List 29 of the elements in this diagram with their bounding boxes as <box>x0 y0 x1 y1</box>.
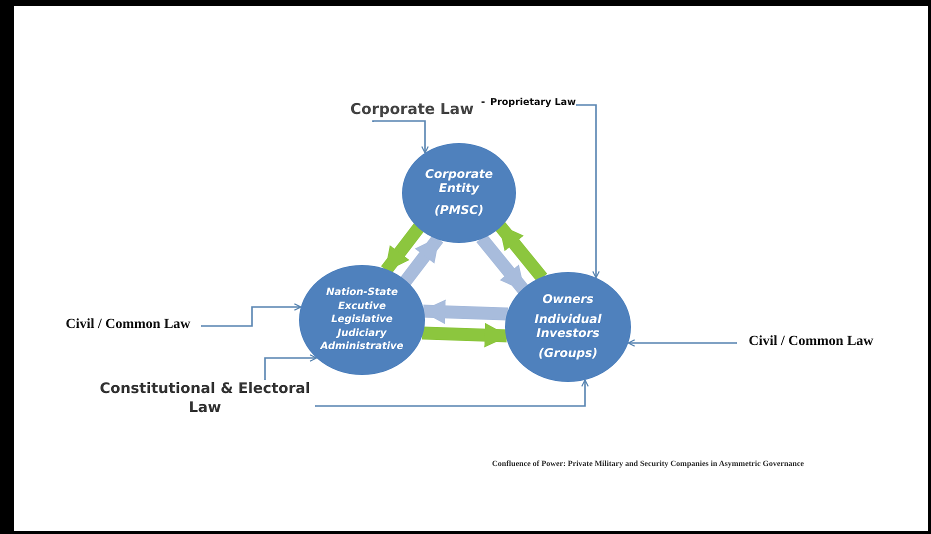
arrow <box>201 303 302 327</box>
node-text: Legislative <box>331 314 393 326</box>
block-arrow <box>381 223 424 274</box>
node-text: (PMSC) <box>434 204 484 218</box>
block-arrow <box>422 322 510 348</box>
arrow <box>264 354 318 380</box>
node-text: Judiciary <box>338 328 386 340</box>
block-arrow <box>476 234 528 294</box>
arrow <box>372 120 429 154</box>
node-text: Individual Investors <box>534 313 602 341</box>
node-text: Owners <box>542 293 594 308</box>
node-text: Administrative <box>320 341 404 353</box>
law-label: Proprietary Law <box>490 97 576 110</box>
arrow <box>576 104 600 278</box>
law-label: Civil / Common Law <box>748 333 874 351</box>
law-label: Corporate Law <box>349 100 475 120</box>
arrow <box>628 339 737 347</box>
node-text: (Groups) <box>538 346 598 361</box>
block-arrow <box>400 234 444 286</box>
node-text: Corporate Entity <box>424 168 494 196</box>
caption: Confluence of Power: Private Military and Security Companies in Asymmetric Governance <box>492 459 804 468</box>
block-arrow <box>420 299 508 324</box>
bullet-dash: - <box>481 97 486 108</box>
block-arrow <box>495 222 548 282</box>
law-label: Constitutional & Electoral Law <box>98 380 312 418</box>
node-text: Nation-State <box>326 287 398 299</box>
arrow <box>315 379 589 407</box>
law-label: Civil / Common Law <box>64 316 192 334</box>
node-text: Excutive <box>338 300 386 312</box>
